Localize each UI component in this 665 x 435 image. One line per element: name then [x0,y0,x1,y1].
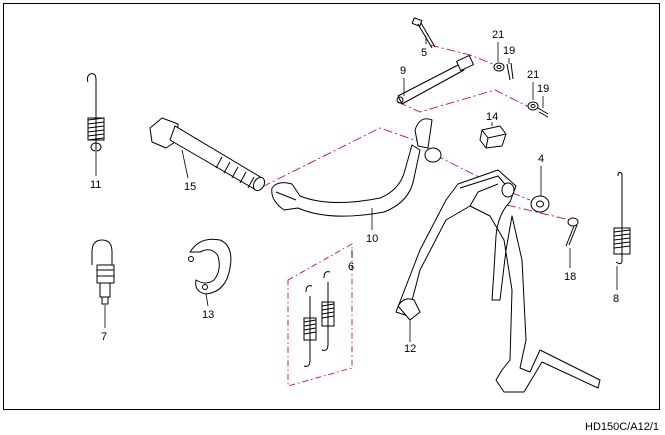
shaft-part-15 [149,117,266,192]
main-stand-part-12 [395,169,601,393]
callout-19a: 19 [503,45,515,57]
callout-7: 7 [101,331,107,343]
callout-6: 6 [348,261,354,273]
callout-21a: 21 [492,29,504,41]
pin-part-18 [565,217,579,247]
callout-15: 15 [184,181,196,193]
stand-arm-part-10 [271,118,442,217]
spring-part-11 [86,73,105,152]
callout-4: 4 [538,153,544,165]
callout-9: 9 [400,65,406,77]
callout-19b: 19 [537,83,549,95]
callout-11: 11 [90,179,101,191]
callout-14: 14 [486,111,498,123]
assembly-lines [261,44,571,387]
callout-12: 12 [404,343,416,355]
spring-set-part-6 [303,271,335,367]
rod-part-9 [396,55,474,105]
callout-5: 5 [421,47,427,59]
bolt-part-5 [411,17,436,49]
spring-part-8 [613,171,631,265]
callout-21b: 21 [527,69,539,81]
drawing-frame [3,3,660,410]
hook-pin-part-7 [91,239,115,305]
leader-lines [95,36,618,342]
reference-code: HD150C/A12/1 [585,421,659,433]
callout-8: 8 [613,293,619,305]
callout-10: 10 [366,233,378,245]
callout-labels: 11 7 15 13 10 6 5 9 21 19 21 19 14 4 18 … [90,29,619,355]
stopper-part-14 [479,125,507,149]
callout-13: 13 [202,309,214,321]
callout-18: 18 [564,271,576,283]
clip-part-13 [188,238,232,295]
washer-part-4 [530,195,550,213]
washer-pin-group [493,62,549,118]
